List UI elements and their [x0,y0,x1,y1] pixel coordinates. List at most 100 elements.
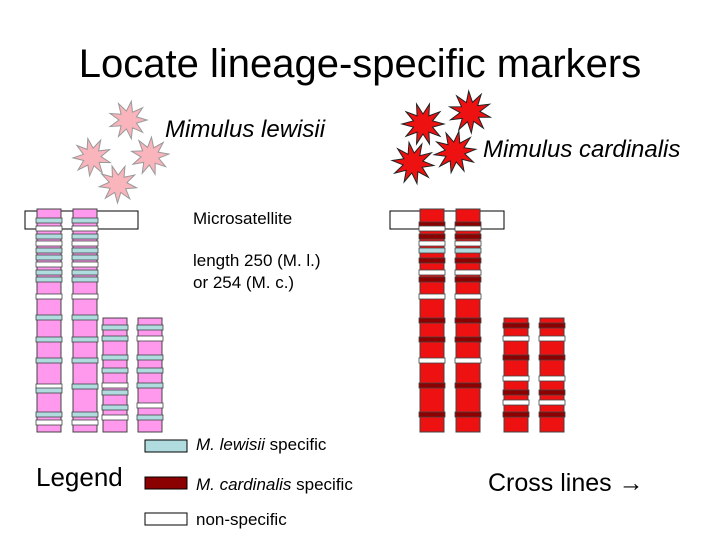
chromosome-band [502,389,530,396]
chromosomes [35,208,566,433]
chromosome-band [502,335,530,342]
chromosome-band [454,293,482,300]
chromosome-band [538,322,566,329]
chromosome-band [71,269,99,276]
chromosome-band [418,225,446,232]
chromosome-band [454,225,482,232]
legend-swatch-cardinalis [144,476,188,490]
chromosome-band [538,354,566,361]
chromosome-band [35,357,63,364]
chromosome-band [454,336,482,343]
chromosome-band [35,225,63,232]
chromosome-band [71,261,99,268]
chromosome-band [136,414,164,421]
legend-nonspecific-rest: non-specific [196,510,287,529]
legend-lewisii-rest: specific [264,435,327,454]
chromosome-band [101,367,129,374]
chromosome-band [418,276,446,283]
lewisii-chromosome-3 [101,317,129,433]
chromosome-band [418,247,446,254]
chromosome-band [71,254,99,261]
length-line-2-text: or 254 (M. c.) [193,273,295,292]
chromosome-band [35,419,63,426]
cross-lines-label: Cross lines → [488,469,644,498]
chromosome-band [502,399,530,406]
chromosome-band [35,217,63,224]
microsatellite-bar-right [389,210,505,230]
cardinalis-flower-icon [400,102,446,146]
chromosome-band [101,382,129,389]
lewisii-label: Mimulus lewisii [165,116,326,143]
lewisii-flower-icon [71,136,112,178]
lewisii-flowers [71,99,171,205]
chromosome-band [538,389,566,396]
microsatellite-label: Microsatellite [193,209,293,228]
chromosome-band [418,257,446,264]
length-line-1: length 250 (M. l.) [193,251,321,271]
chromosome-band [502,411,530,418]
chromosome-band [418,357,446,364]
chromosome-band [101,335,129,342]
chromosome-band [502,354,530,361]
chromosome-band [35,247,63,254]
cardinalis-flower-icon [432,129,478,175]
chromosome-band [418,240,446,247]
chromosome-band [71,383,99,390]
cardinalis-flower-icon [390,140,436,186]
chromosome-band [35,240,63,247]
length-line-1-text: length 250 (M. l.) [193,251,321,270]
cross-lines-text: Cross lines [488,469,612,497]
chromosome-band [418,382,446,389]
legend-swatch-nonspecific [144,512,188,526]
chromosome-band [71,293,99,300]
chromosome-band [538,375,566,382]
chromosome-band [35,314,63,321]
chromosome-band [71,419,99,426]
chromosome-band [454,240,482,247]
chromosome-band [35,276,63,283]
chromosome-band [502,322,530,329]
right-arrow-icon: → [618,469,644,497]
chromosome-band [454,411,482,418]
chromosome-band [136,402,164,409]
cardinalis-chromosome-2 [454,208,482,433]
chromosome-band [101,354,129,361]
chromosome-band [418,336,446,343]
cardinalis-flowers [390,89,493,186]
chromosome-band [71,217,99,224]
cardinalis-chromosome-1 [418,208,446,433]
chromosome-band [538,335,566,342]
chromosome-band [454,317,482,324]
chromosome-band [454,357,482,364]
chromosome-band [454,276,482,283]
legend-cardinalis-rest: specific [291,475,353,494]
chromosome-band [101,414,129,421]
chromosome-band [35,261,63,268]
chromosome-band [71,314,99,321]
chromosome-band [71,276,99,283]
chromosome-band [71,357,99,364]
chromosome-band [101,404,129,411]
cardinalis-chromosome-3 [502,317,530,433]
chromosome-band [101,324,129,331]
chromosome-band [418,233,446,240]
chromosome-band [136,382,164,389]
lewisii-chromosome-1 [35,208,63,433]
chromosome-band [35,269,63,276]
chromosome-band [101,389,129,396]
chromosome-band [418,411,446,418]
chromosome-band [35,411,63,418]
legend-cardinalis-italic: M. cardinalis [196,475,292,494]
chromosome-band [454,247,482,254]
cardinalis-label: Mimulus cardinalis [483,136,681,163]
cardinalis-chromosome-4 [538,317,566,433]
lewisii-flower-icon [129,135,171,177]
slide-title: Locate lineage-specific markers [78,42,642,86]
lewisii-flower-icon [108,99,149,141]
chromosome-band [136,354,164,361]
chromosome-band [35,293,63,300]
legend-swatch-lewisii [144,439,188,453]
chromosome-band [35,254,63,261]
cardinalis-flower-icon [447,89,493,135]
